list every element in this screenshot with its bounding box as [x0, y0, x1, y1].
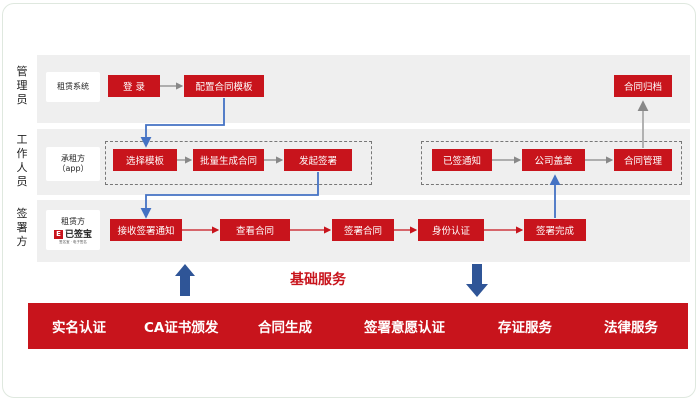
- service-ca-cert: CA证书颁发: [144, 320, 219, 336]
- step-view-contract: 查看合同: [220, 219, 290, 241]
- step-company-seal: 公司盖章: [522, 149, 585, 171]
- role-staff: 工作人员: [16, 133, 28, 188]
- step-identity-verify: 身份认证: [418, 219, 484, 241]
- system-lessor-label: 承租方: [61, 154, 85, 163]
- system-renter-label: 租赁方: [61, 216, 85, 226]
- step-sign-complete: 签署完成: [524, 219, 586, 241]
- renter-logo-icon: E: [53, 230, 63, 239]
- system-lessor-app: （app）: [57, 164, 89, 173]
- system-rental-label: 租赁系统: [57, 82, 89, 91]
- system-renter: 租赁方 E 已签宝 签名宝 · 电子签名: [46, 210, 100, 250]
- step-initiate-sign: 发起签署: [284, 149, 352, 171]
- arrow-initiate-receive: [140, 172, 319, 219]
- step-archive: 合同归档: [614, 75, 672, 97]
- step-batch-generate: 批量生成合同: [193, 149, 264, 171]
- step-receive-notice: 接收签署通知: [110, 219, 182, 241]
- service-sign-intent: 签署意愿认证: [364, 320, 445, 336]
- role-admin: 管理员: [16, 65, 28, 106]
- service-evidence: 存证服务: [498, 320, 552, 336]
- step-select-template: 选择模板: [113, 149, 177, 171]
- renter-logo-name: 已签宝: [64, 229, 92, 240]
- arrow-config-select: [140, 98, 225, 148]
- renter-logo-sub: 签名宝 · 电子签名: [59, 239, 87, 244]
- service-legal: 法律服务: [604, 320, 658, 336]
- system-rental: 租赁系统: [46, 72, 100, 102]
- role-signer: 签署方: [16, 207, 28, 248]
- step-config-template: 配置合同模板: [184, 75, 264, 97]
- services-bar: 实名认证 CA证书颁发 合同生成 签署意愿认证 存证服务 法律服务: [28, 303, 688, 349]
- system-lessor: 承租方 （app）: [46, 147, 100, 181]
- service-contract-gen: 合同生成: [258, 320, 312, 336]
- service-real-name: 实名认证: [52, 320, 106, 336]
- step-signed-notice: 已签通知: [432, 149, 492, 171]
- staff-group-left: [105, 141, 372, 185]
- step-login: 登 录: [108, 75, 160, 97]
- arrow-down-icon: [466, 264, 488, 297]
- services-title: 基础服务: [290, 272, 346, 288]
- renter-logo: E 已签宝: [53, 229, 92, 240]
- arrow-up-icon: [175, 264, 195, 296]
- step-sign-contract: 签署合同: [332, 219, 394, 241]
- step-contract-mgmt: 合同管理: [614, 149, 672, 171]
